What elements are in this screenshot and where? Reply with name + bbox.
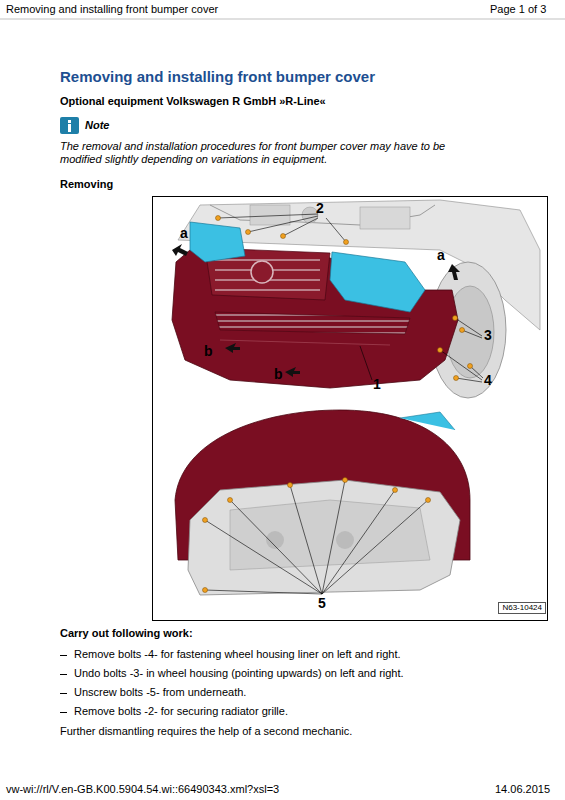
note-heading: Note bbox=[85, 119, 109, 132]
view-letter: a bbox=[437, 248, 445, 263]
subtitle: Optional equipment Volkswagen R GmbH »R-… bbox=[60, 95, 326, 108]
callout-number: 1 bbox=[373, 377, 381, 392]
work-step: Remove bolts -2- for securing radiator g… bbox=[74, 705, 288, 718]
closing-note: Further dismantling requires the help of… bbox=[60, 725, 352, 738]
footer-date: 14.06.2015 bbox=[495, 783, 550, 796]
work-step: Undo bolts -3- in wheel housing (pointin… bbox=[74, 667, 404, 680]
list-dash bbox=[60, 693, 67, 694]
callout-number: 5 bbox=[318, 596, 326, 611]
list-dash bbox=[60, 655, 67, 656]
callout-number: 2 bbox=[316, 201, 324, 216]
view-letter: a bbox=[180, 226, 188, 241]
footer-url: vw-wi://rl/V.en-GB.K00.5904.54.wi::66490… bbox=[6, 783, 279, 796]
work-step: Unscrew bolts -5- from underneath. bbox=[74, 686, 246, 699]
figure-code-box: N63-10424 bbox=[498, 602, 546, 614]
section-heading: Removing bbox=[60, 178, 113, 191]
header-title: Removing and installing front bumper cov… bbox=[6, 3, 218, 16]
note-text: The removal and installation procedures … bbox=[60, 140, 455, 166]
list-dash bbox=[60, 674, 67, 675]
figure-code: N63-10424 bbox=[502, 603, 542, 613]
work-heading: Carry out following work: bbox=[60, 627, 193, 640]
callout-number: 4 bbox=[484, 373, 492, 388]
page-number: Page 1 of 3 bbox=[490, 3, 546, 16]
view-letter: b bbox=[274, 367, 283, 382]
list-dash bbox=[60, 712, 67, 713]
view-letter: b bbox=[204, 344, 213, 359]
work-step: Remove bolts -4- for fastening wheel hou… bbox=[74, 648, 401, 661]
page-title: Removing and installing front bumper cov… bbox=[60, 68, 375, 86]
callout-number: 3 bbox=[484, 328, 492, 343]
